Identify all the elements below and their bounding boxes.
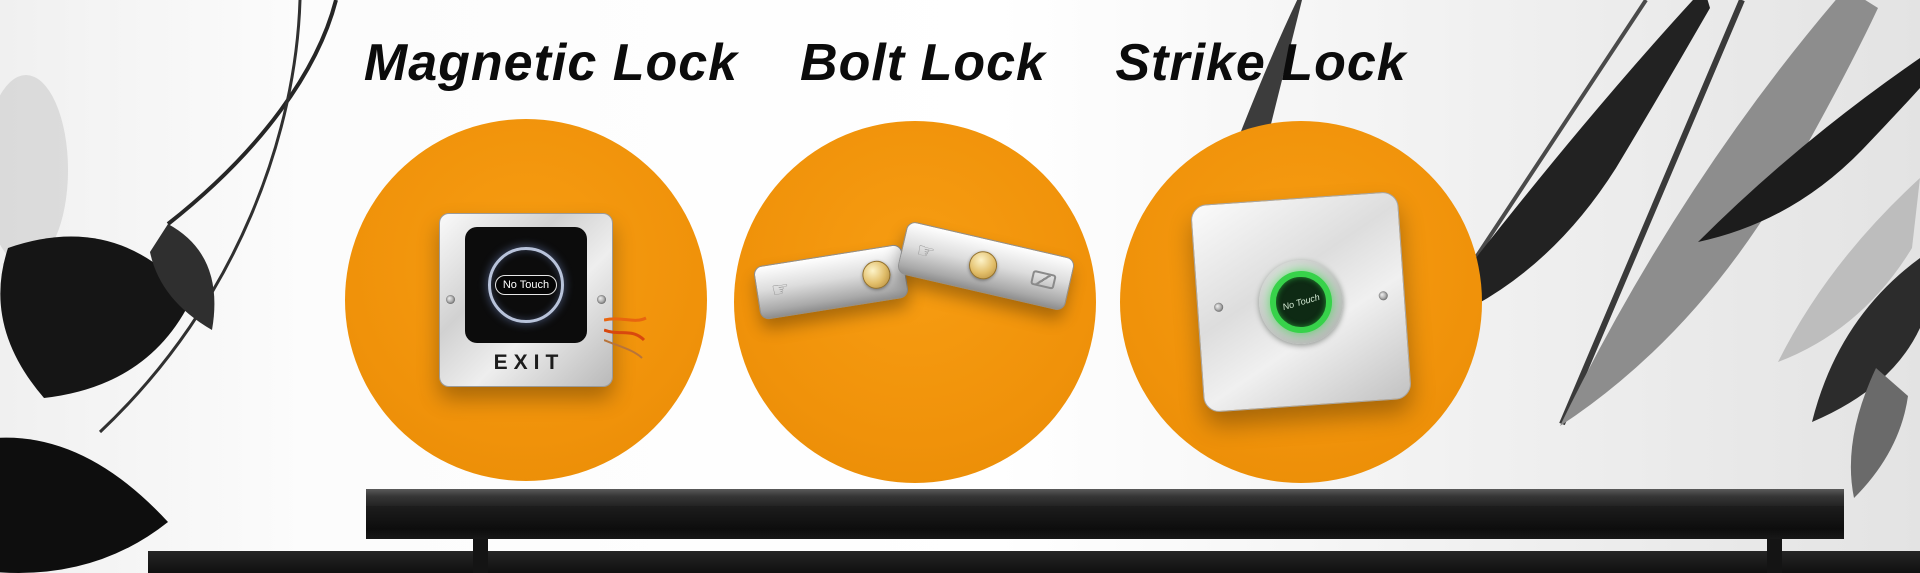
table-leg-right — [1767, 539, 1782, 573]
leaf-shape — [1560, 0, 1878, 426]
green-sensor-button: No Touch — [1267, 268, 1335, 336]
screw-icon — [597, 295, 606, 304]
leaf-shape — [1420, 0, 1710, 330]
product-title-magnetic-lock: Magnetic Lock — [363, 34, 739, 92]
exit-switch-left: ☞ — [752, 243, 910, 321]
exit-label: EXIT — [493, 351, 565, 374]
leaf-shape — [0, 437, 168, 573]
screw-icon — [1378, 290, 1389, 301]
leaf-shape — [1850, 368, 1908, 498]
table-front-edge — [366, 506, 1844, 539]
leaf-shape — [1812, 258, 1920, 422]
infrared-touch-panel: No Touch — [465, 227, 587, 343]
wire-icon — [604, 316, 647, 359]
table-top-surface — [366, 489, 1844, 506]
leaf-shape — [1698, 58, 1920, 242]
product-title-strike-lock: Strike Lock — [1115, 34, 1407, 92]
gold-button-icon — [860, 258, 893, 291]
leaf-shape — [0, 236, 193, 398]
touchless-switch-plate: No Touch — [1189, 190, 1413, 414]
gold-button-icon — [966, 248, 1000, 283]
no-touch-label: No Touch — [1281, 291, 1321, 313]
screw-icon — [446, 295, 455, 304]
leaf-shape — [150, 224, 215, 330]
exit-switch-right: ☞ — [896, 220, 1076, 312]
product-circle-bolt-lock: ☞ ☞ — [734, 121, 1096, 483]
leaf-shape — [0, 75, 68, 265]
table-leg-left — [473, 539, 488, 573]
hand-press-icon: ☞ — [914, 239, 937, 265]
hand-press-icon: ☞ — [770, 277, 792, 303]
product-title-bolt-lock: Bolt Lock — [800, 34, 1046, 92]
leaf-shape — [1778, 178, 1920, 362]
infrared-exit-button-device: No Touch EXIT — [439, 213, 647, 387]
floor-shelf-strip — [148, 551, 1920, 573]
stem-shape — [166, 0, 338, 226]
no-touch-label: No Touch — [494, 275, 558, 295]
sensor-ring-icon: No Touch — [488, 247, 564, 323]
exit-switch-pair: ☞ ☞ — [734, 121, 1096, 483]
screw-icon — [1213, 302, 1224, 313]
product-circle-magnetic-lock: No Touch EXIT — [345, 119, 707, 481]
stem-shape — [98, 0, 302, 434]
button-metal-ring-icon: No Touch — [1256, 257, 1346, 347]
stem-shape — [1559, 0, 1745, 426]
card-icon — [1030, 269, 1057, 290]
product-circle-strike-lock: No Touch — [1120, 121, 1482, 483]
